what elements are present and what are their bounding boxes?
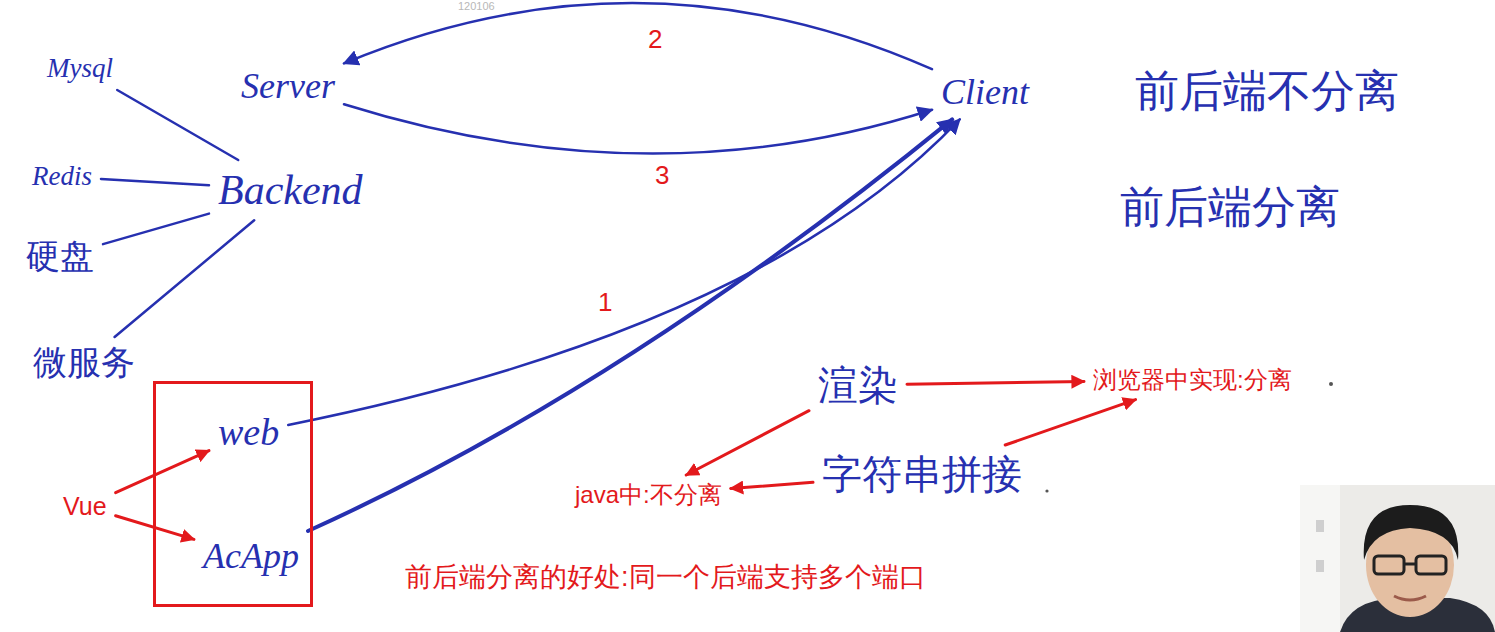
node-text: 渲染 [818,362,898,408]
webcam-mouth [1394,596,1426,600]
webcam-photo [1300,485,1495,632]
ink-connector [344,104,932,153]
ink-connector [103,214,209,245]
node-text: Backend [218,166,363,214]
server-word: Server [236,64,340,109]
webcam-door [1300,485,1340,632]
heading-note: 前后端不分离 [1135,66,1399,117]
node-text: 硬盘 [26,237,94,276]
ink-dot [1329,382,1333,386]
red-note: 浏览器中实现:分离 [1088,364,1297,396]
webcam-background [1300,485,1495,632]
ink-connector [288,119,960,425]
red-arrow [1005,400,1135,445]
ink-dot [1045,489,1048,492]
red-arrow [907,382,1084,385]
red-arrow [686,411,809,475]
storage-word: 硬盘 [21,235,99,278]
callout-number: 2 [645,25,665,55]
backend-word: Backend [213,164,368,216]
concept-word: 字符串拼接 [817,449,1027,499]
ink-connector [101,179,209,185]
node-text: java中:不分离 [575,481,722,509]
node-text: Server [241,66,335,107]
red-note: 前后端分离的好处:同一个后端支持多个端口 [405,562,926,593]
node-text: Mysql [47,53,113,84]
concept-word: 渲染 [813,360,903,410]
webcam-glasses [1404,563,1416,566]
storage-word: Redis [27,159,97,194]
red-note: java中:不分离 [570,479,727,511]
ink-connector [117,90,238,160]
ink-connector [115,220,255,337]
red-arrow [116,451,209,493]
frontend-word: web [213,409,284,457]
ink-connector [344,3,932,69]
webcam-hair [1364,505,1459,560]
red-arrow [731,482,813,488]
storage-word: Mysql [42,51,118,86]
webcam-glasses [1374,556,1404,574]
webcam-glasses [1416,556,1446,574]
node-text: 微服务 [33,343,135,382]
node-text: web [218,411,279,455]
watermark: 120106 [458,0,495,13]
webcam-switch [1316,520,1324,532]
client-word: Client [936,70,1034,115]
node-text: Vue [63,492,107,521]
frontend-word: AcApp [198,534,304,579]
framework-note: Vue [58,490,112,523]
webcam-switch [1316,560,1324,572]
service-word: 微服务 [28,341,140,384]
frontend-box: webAcApp [153,381,313,607]
node-text: 字符串拼接 [822,451,1022,497]
node-text: Redis [32,161,92,192]
callout-number: 3 [652,161,672,191]
node-text: AcApp [203,536,299,577]
node-text: 浏览器中实现:分离 [1093,366,1292,394]
callout-number: 1 [595,288,615,318]
node-text: Client [941,72,1029,113]
heading-note: 前后端分离 [1120,182,1340,233]
